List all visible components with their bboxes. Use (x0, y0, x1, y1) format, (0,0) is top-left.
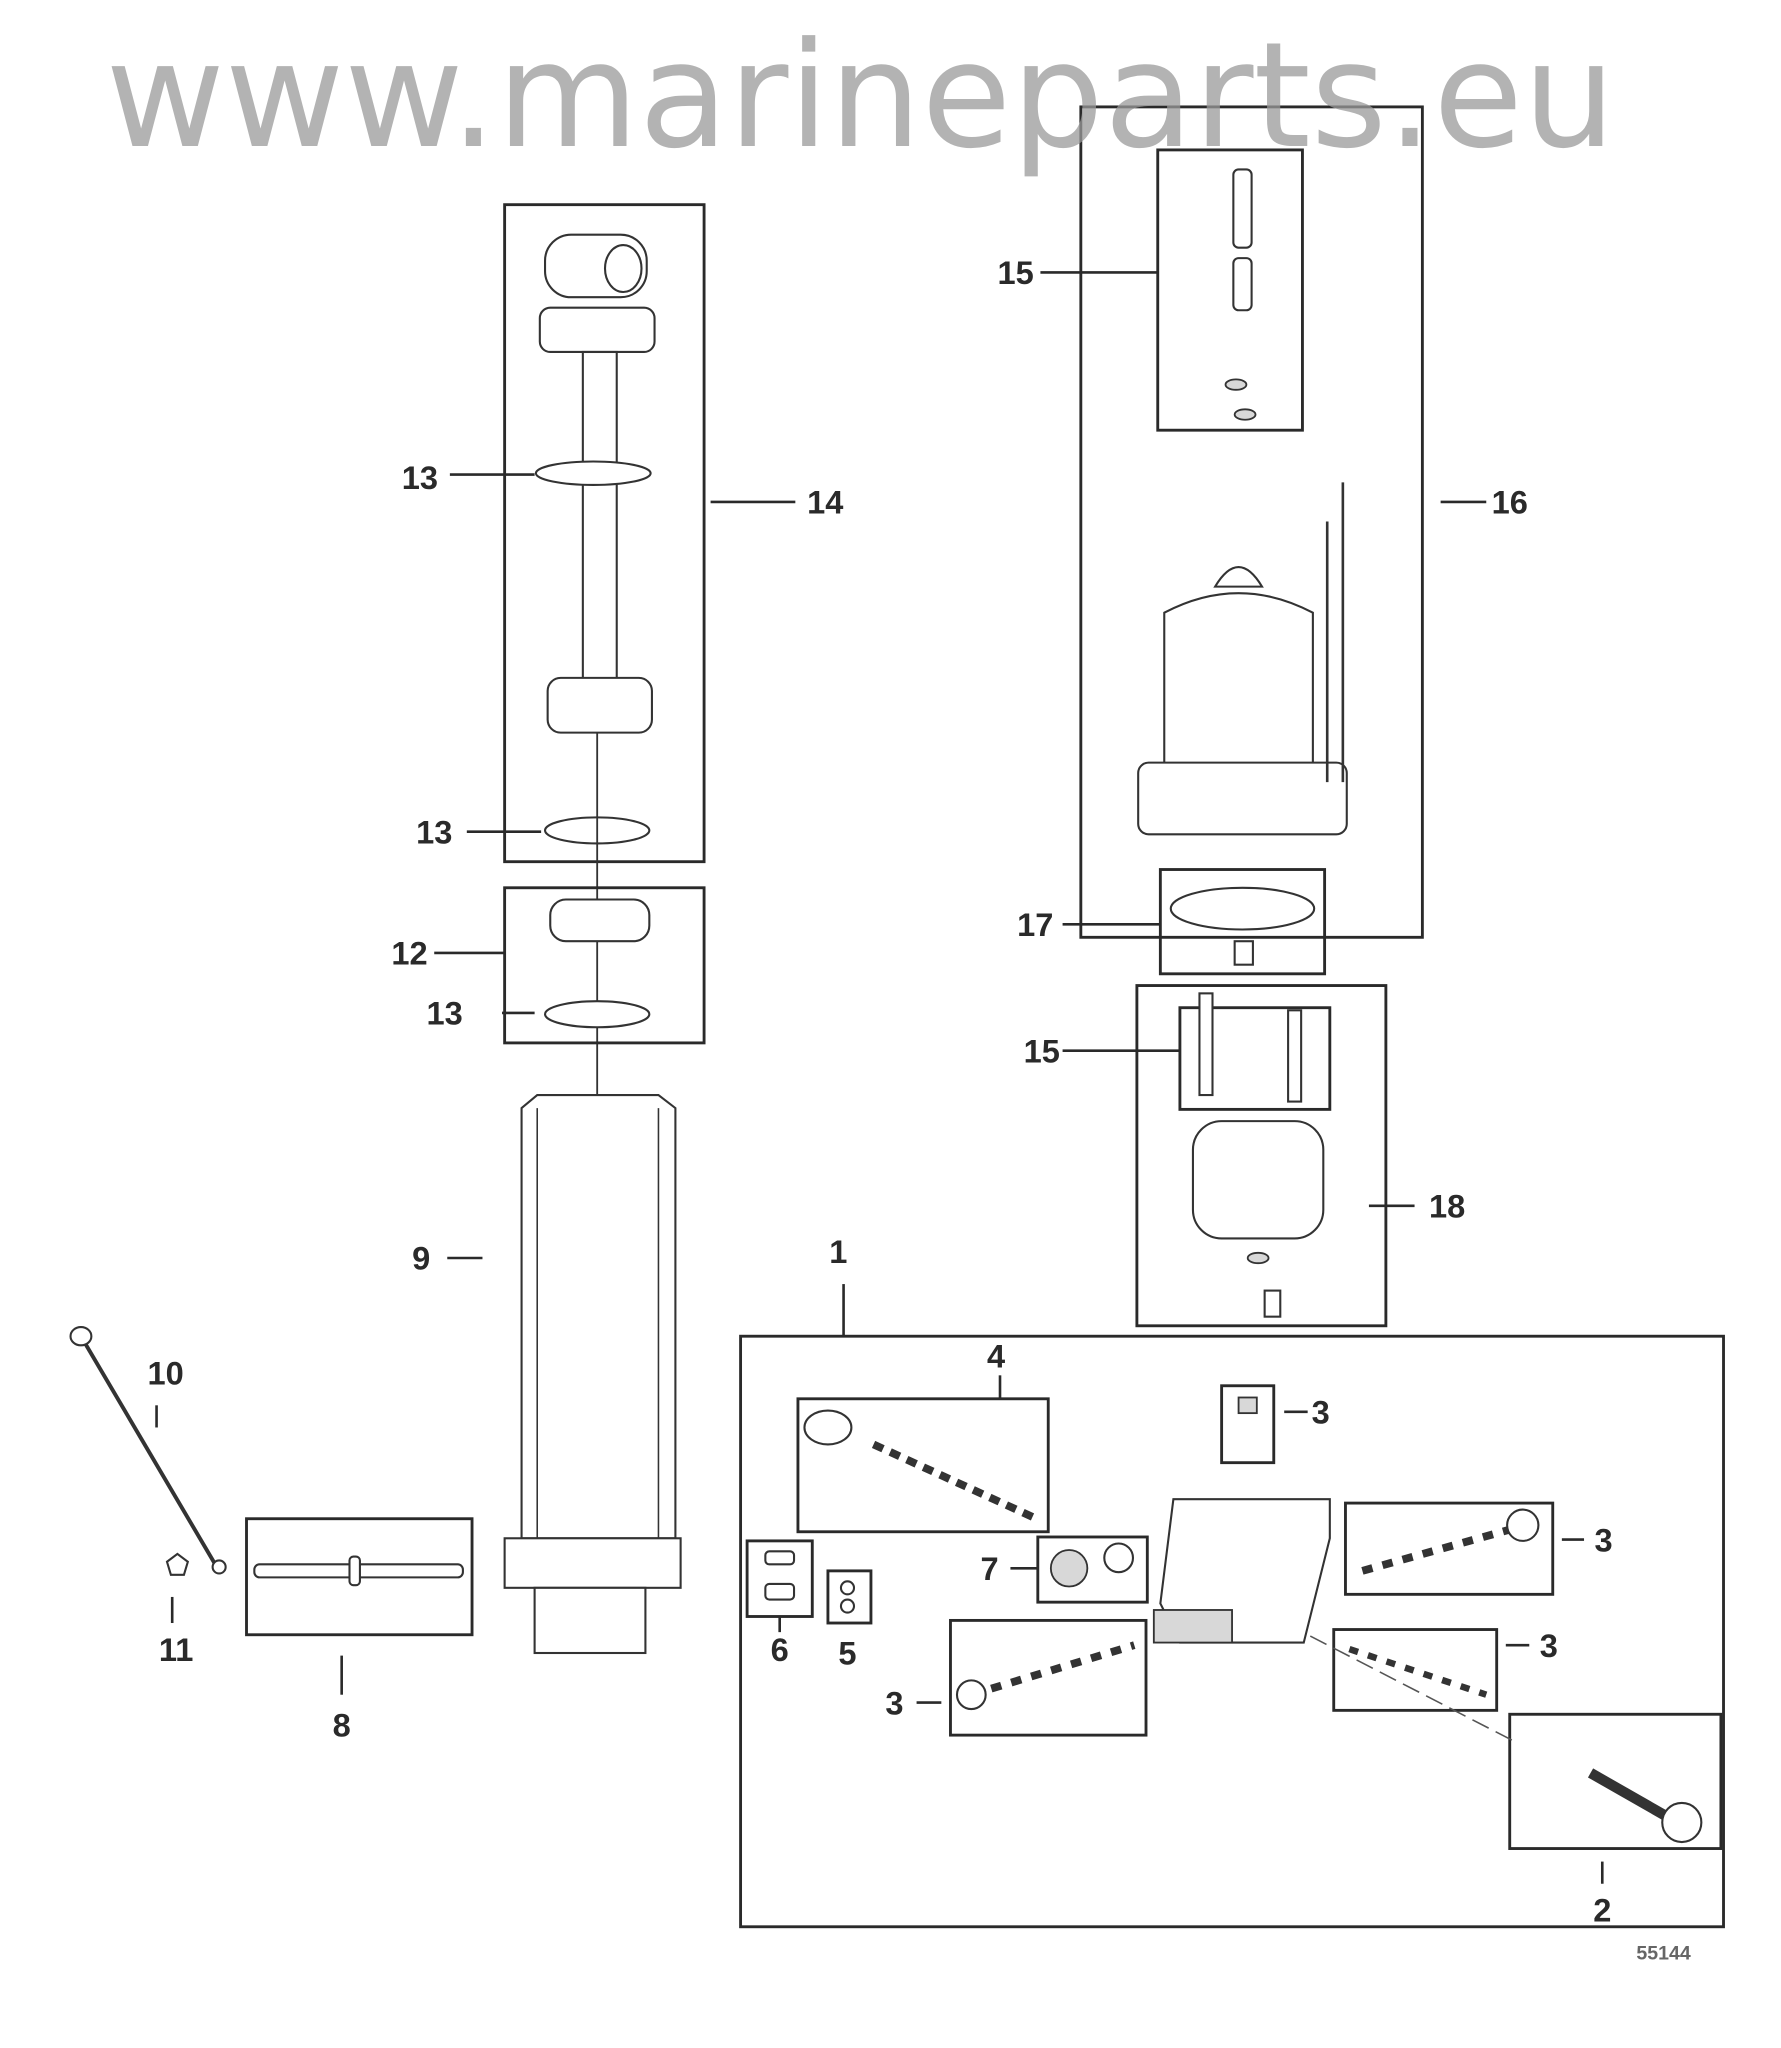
callout-11: 11 (159, 1631, 193, 1668)
callout-15: 15 (1024, 1032, 1060, 1069)
seal (549, 898, 651, 943)
callout-4: 4 (987, 1338, 1005, 1375)
callout-3: 3 (885, 1684, 903, 1721)
callout-2: 2 (1593, 1892, 1611, 1929)
pump-18 (1135, 984, 1388, 1328)
box-15-lower (1178, 1006, 1332, 1111)
callout-8: 8 (333, 1706, 351, 1743)
o-ring-17 (1158, 868, 1327, 976)
box-15-top (1156, 148, 1304, 432)
box-3-lower-right (1332, 1628, 1499, 1712)
sender-wire-10 (69, 1326, 227, 1576)
box-2 (1508, 1712, 1723, 1850)
pump-body (1191, 1120, 1325, 1240)
callout-1: 1 (829, 1233, 847, 1270)
callout-6: 6 (771, 1631, 789, 1668)
callout-3: 3 (1540, 1627, 1558, 1664)
callout-13: 13 (402, 459, 438, 496)
box-12 (503, 886, 706, 1045)
callout-18: 18 (1429, 1188, 1465, 1225)
callout-15: 15 (998, 254, 1034, 291)
callout-7: 7 (981, 1550, 999, 1587)
watermark: www.marineparts.eu (105, 11, 1615, 181)
motor-assembly (1079, 105, 1424, 939)
pin-8 (245, 1517, 474, 1637)
callout-10: 10 (148, 1354, 184, 1391)
cylinder-rod-assembly (503, 203, 706, 1122)
leader-lines (155, 271, 1604, 1884)
box-17 (1158, 868, 1327, 976)
screw-11 (165, 1552, 190, 1576)
callouts: 13 14 13 12 13 9 10 11 8 15 16 17 15 18 … (148, 254, 1613, 1928)
callout-13: 13 (427, 995, 463, 1032)
box-18 (1135, 984, 1388, 1328)
piston-rod (581, 350, 618, 686)
rod-eye-hole (603, 244, 643, 294)
box-3-right (1344, 1501, 1555, 1596)
box-4 (796, 1397, 1050, 1534)
figure-number: 55144 (1636, 1942, 1690, 1964)
callout-3: 3 (1595, 1521, 1613, 1558)
callout-14: 14 (807, 484, 843, 521)
callout-5: 5 (838, 1635, 856, 1672)
manifold-body (1159, 1498, 1331, 1644)
o-ring (543, 1000, 651, 1029)
box-3-left (949, 1618, 1148, 1737)
box-16 (1079, 105, 1424, 939)
box-1 (739, 1334, 1725, 1929)
piston (546, 676, 653, 734)
callout-17: 17 (1017, 906, 1053, 943)
box-8 (245, 1517, 474, 1637)
motor (1163, 592, 1314, 784)
manifold-assembly (739, 1334, 1725, 1929)
callout-3: 3 (1312, 1394, 1330, 1431)
callout-16: 16 (1492, 484, 1528, 521)
box-14 (503, 203, 706, 864)
o-ring (534, 460, 652, 486)
callout-12: 12 (391, 935, 427, 972)
cylinder-cap (538, 306, 656, 354)
seal-kit-12 (503, 886, 706, 1045)
callout-13: 13 (416, 813, 452, 850)
cylinder-body-9 (503, 1094, 682, 1655)
box-3-top (1220, 1384, 1276, 1465)
callout-9: 9 (412, 1240, 430, 1277)
box-5 (826, 1569, 873, 1625)
